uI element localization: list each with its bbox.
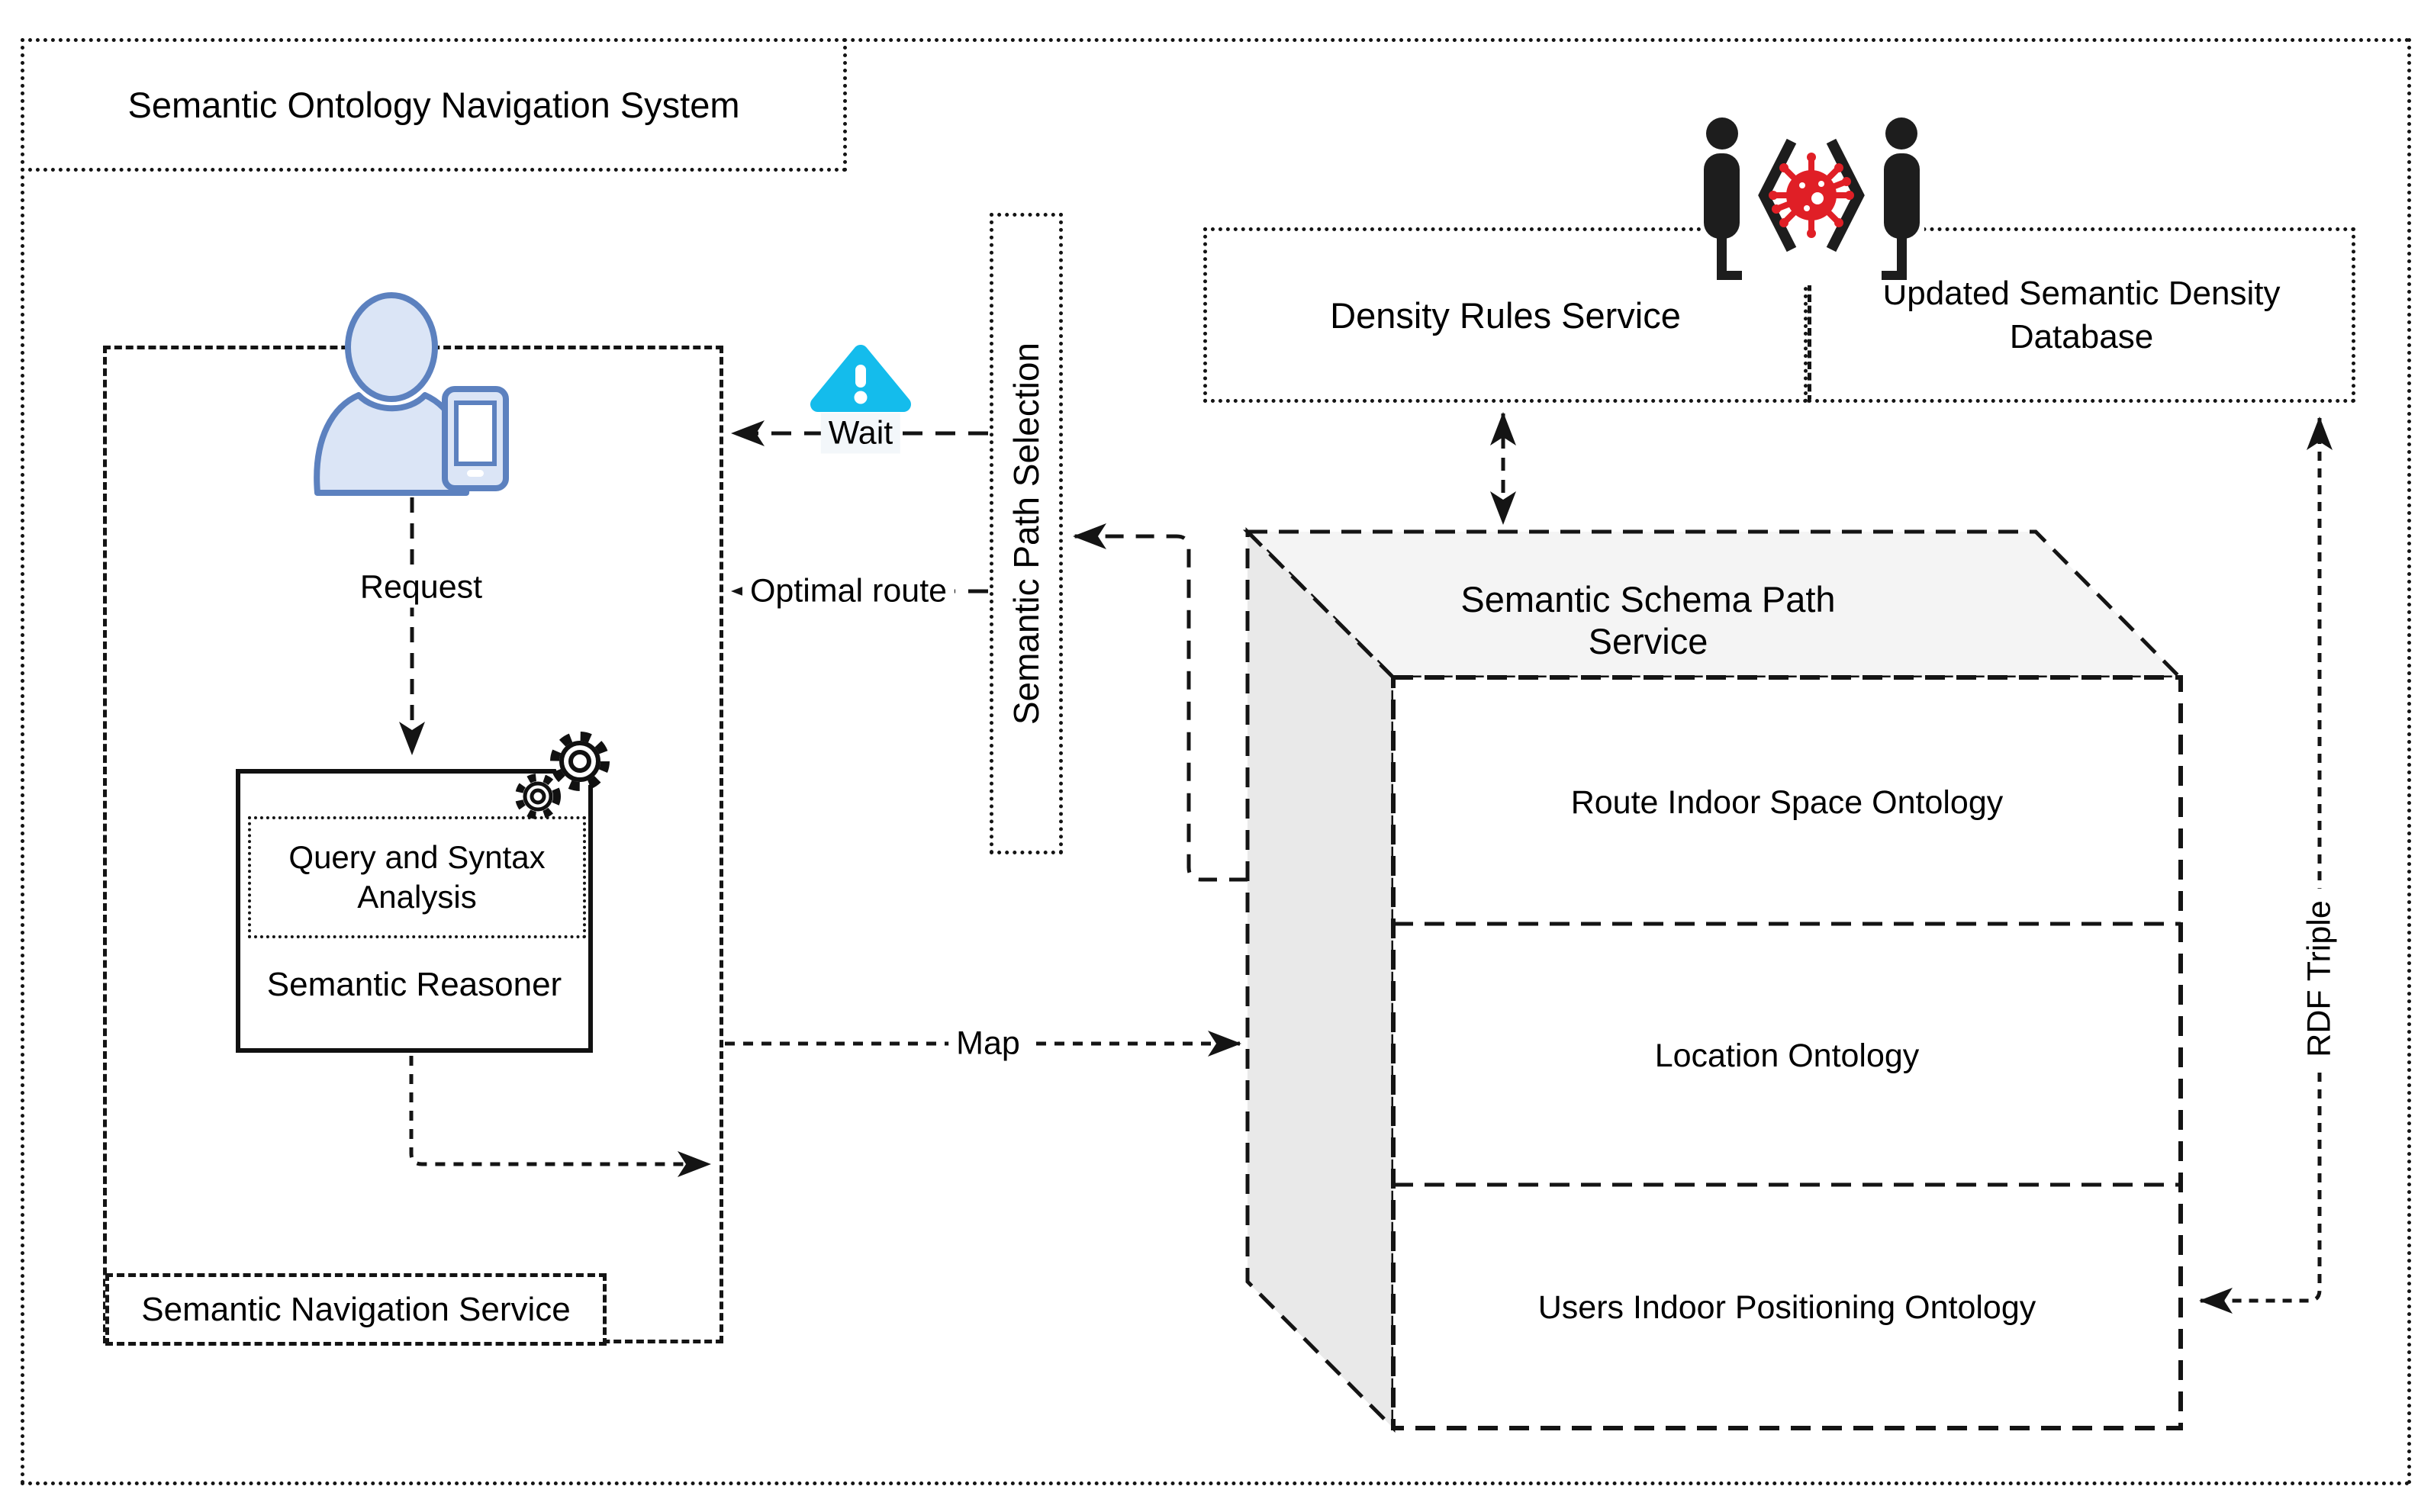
- path-selection-box: Semantic Path Selection: [990, 213, 1063, 854]
- reasoner-label: Semantic Reasoner: [266, 966, 562, 1003]
- density-rules-label: Density Rules Service: [1330, 294, 1681, 336]
- schema-service-title: Semantic Schema Path Service: [1460, 579, 1836, 661]
- density-rules-box: Density Rules Service: [1203, 227, 1808, 403]
- title-box: Semantic Ontology Navigation System: [21, 38, 847, 172]
- query-syntax-box: Query and Syntax Analysis: [248, 816, 586, 938]
- layer-users-ontology: Users Indoor Positioning Ontology: [1537, 1289, 2036, 1326]
- density-db-label: Updated Semantic Density Database: [1882, 274, 2281, 355]
- density-db-box: Updated Semantic Density Database: [1808, 227, 2355, 403]
- reasoner-box: Query and Syntax Analysis Semantic Reaso…: [236, 769, 593, 1053]
- path-selection-label: Semantic Path Selection: [1006, 342, 1046, 725]
- nav-service-label: Semantic Navigation Service: [141, 1290, 571, 1328]
- wait-label: Wait: [820, 413, 901, 454]
- nav-service-label-box: Semantic Navigation Service: [105, 1273, 607, 1346]
- page-title: Semantic Ontology Navigation System: [127, 85, 740, 125]
- query-syntax-label: Query and Syntax Analysis: [288, 838, 546, 915]
- rdf-triple-label: RDF Triple: [2297, 888, 2342, 1070]
- system-outer-border: [21, 38, 2411, 1485]
- request-label: Request: [352, 567, 491, 608]
- optimal-route-label: Optimal route: [742, 571, 955, 612]
- layer-location-ontology: Location Ontology: [1654, 1037, 1920, 1074]
- map-label: Map: [948, 1023, 1028, 1064]
- layer-route-ontology: Route Indoor Space Ontology: [1570, 784, 2004, 821]
